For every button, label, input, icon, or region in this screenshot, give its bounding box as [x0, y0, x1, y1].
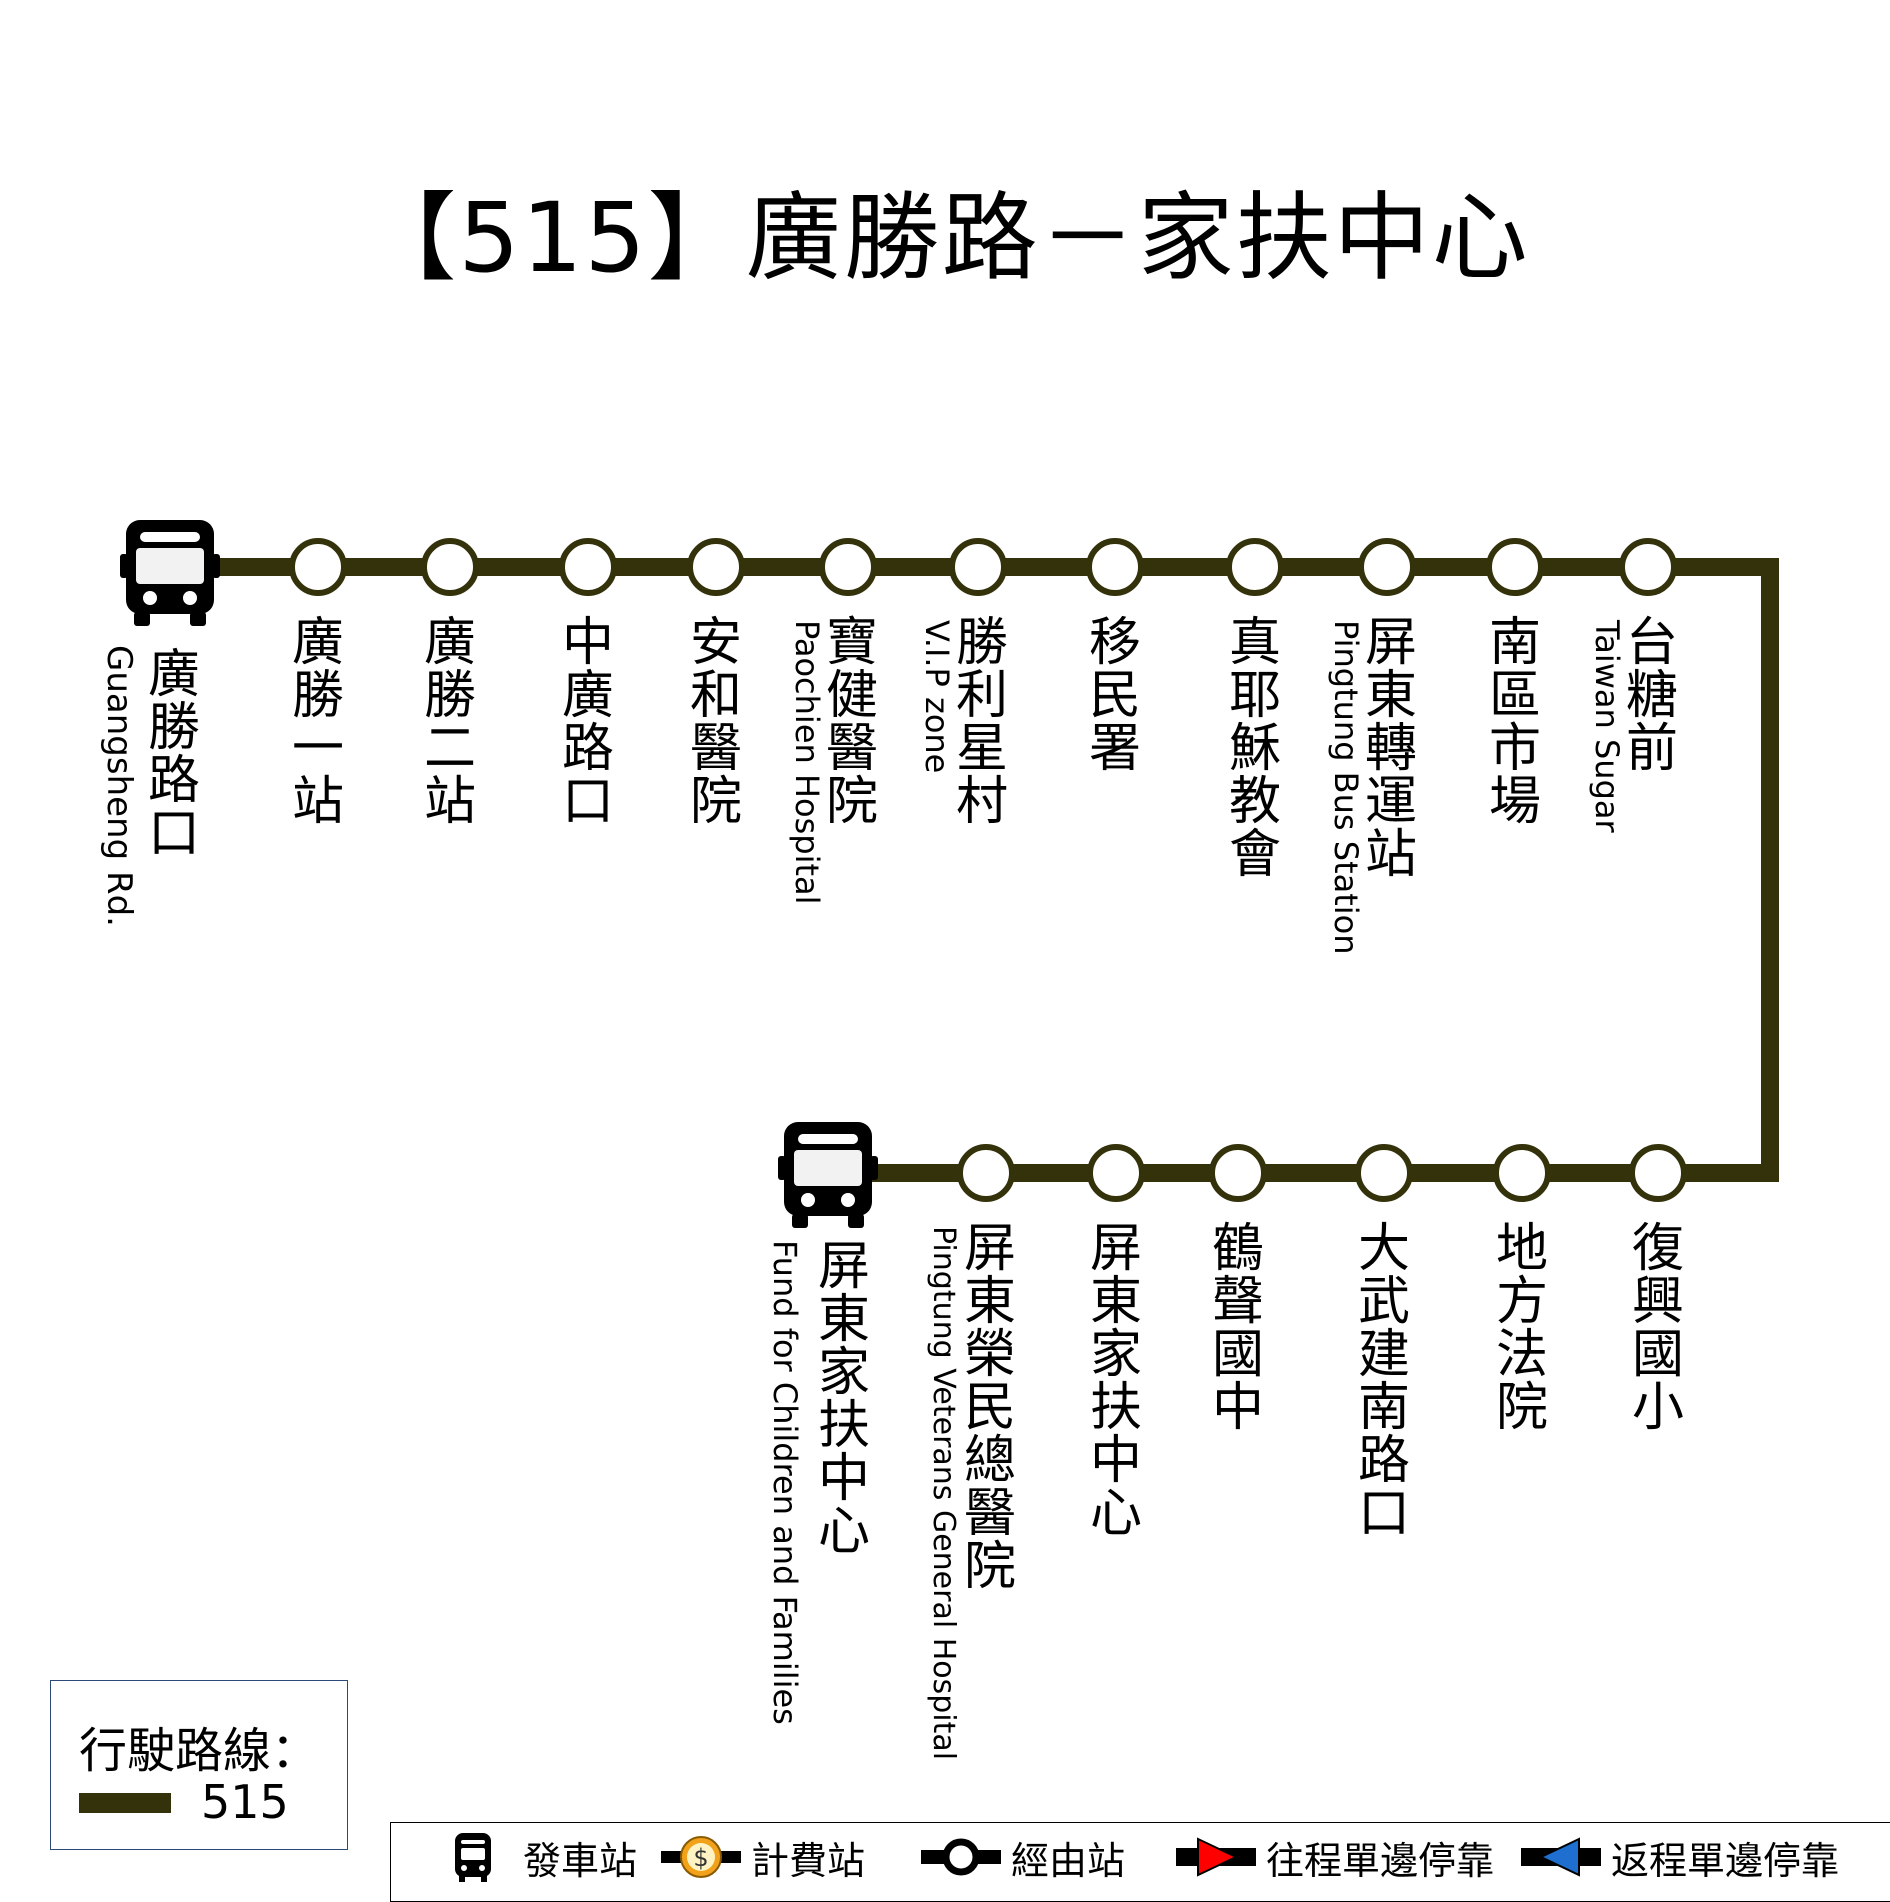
stop-bottom-4 [1355, 1144, 1413, 1202]
route-swatch [79, 1793, 171, 1813]
stop-label-en-top-11: Taiwan Sugar [1588, 619, 1626, 834]
stop-label-zh-bottom-4: 大武建南路口 [1358, 1219, 1410, 1544]
symbol-key: 發車站 $ 計費站 經由站 往程單邊停靠 返程單邊停靠 [390, 1822, 1890, 1902]
stop-label-zh-top-6: 勝利星村 [956, 613, 1008, 832]
route-legend: 行駛路線： 515 [50, 1680, 348, 1850]
outbound-arrow-icon [1176, 1837, 1256, 1877]
bus-icon [455, 1833, 491, 1882]
key-outbound: 往程單邊停靠 [1176, 1831, 1494, 1883]
stop-label-en-bottom-1: Pingtung Veterans General Hospital [926, 1226, 961, 1760]
stop-top-8 [1226, 538, 1284, 596]
fare-coin-icon: $ [661, 1836, 741, 1878]
stop-label-zh-top-8: 真耶穌教會 [1229, 613, 1281, 885]
stop-label-zh-top-1: 廣勝一站 [292, 613, 344, 832]
terminal-start-label-zh: 廣勝路口 [148, 645, 200, 864]
stop-bottom-1 [957, 1144, 1015, 1202]
route-title: 【515】廣勝路－家扶中心 [360, 182, 1530, 294]
stop-top-3 [559, 538, 617, 596]
stop-top-5 [819, 538, 877, 596]
key-terminal: 發車站 [433, 1831, 637, 1883]
stop-label-en-top-5: Paochien Hospital [788, 620, 826, 905]
stop-label-zh-top-7: 移民署 [1089, 613, 1141, 779]
stop-label-zh-bottom-1: 屏東榮民總醫院 [964, 1219, 1016, 1597]
stop-label-en-top-6: V.I.P zone [918, 620, 956, 773]
stop-bottom-3 [1209, 1144, 1267, 1202]
stop-top-9 [1358, 538, 1416, 596]
stop-bottom-5 [1493, 1144, 1551, 1202]
legend-title: 行駛路線： [79, 1723, 320, 1779]
stop-circle-icon [921, 1838, 1001, 1876]
stop-label-zh-bottom-6: 復興國小 [1632, 1219, 1684, 1438]
key-label-stop: 經由站 [1011, 1838, 1126, 1883]
key-stop: 經由站 [921, 1831, 1125, 1883]
key-label-terminal: 發車站 [523, 1838, 638, 1883]
stop-label-zh-top-3: 中廣路口 [562, 613, 614, 832]
stop-label-en-top-9: Pingtung Bus Station [1327, 620, 1365, 955]
legend-route-number: 515 [201, 1775, 289, 1829]
key-label-fare: 計費站 [751, 1838, 866, 1883]
stop-label-zh-bottom-5: 地方法院 [1496, 1219, 1548, 1438]
stop-label-zh-bottom-2: 屏東家扶中心 [1090, 1219, 1142, 1544]
return-arrow-icon [1521, 1837, 1601, 1877]
terminal-end-label-zh: 屏東家扶中心 [818, 1237, 870, 1562]
svg-text:$: $ [693, 1844, 708, 1872]
terminal-end-label-en: Fund for Children and Families [766, 1240, 804, 1725]
key-fare: $ 計費站 [661, 1831, 865, 1883]
key-label-return: 返程單邊停靠 [1611, 1838, 1840, 1883]
stop-label-zh-top-5: 寶健醫院 [826, 613, 878, 832]
stop-label-zh-top-4: 安和醫院 [690, 613, 742, 832]
stop-top-4 [687, 538, 745, 596]
bus-icon [120, 520, 220, 626]
stop-top-2 [421, 538, 479, 596]
stop-top-11 [1619, 538, 1677, 596]
stop-bottom-6 [1629, 1144, 1687, 1202]
stop-label-zh-bottom-3: 鶴聲國中 [1212, 1219, 1264, 1438]
key-return: 返程單邊停靠 [1521, 1831, 1839, 1883]
stop-top-1 [289, 538, 347, 596]
stop-label-zh-top-9: 屏東轉運站 [1365, 613, 1417, 885]
stop-bottom-2 [1087, 1144, 1145, 1202]
stop-top-7 [1086, 538, 1144, 596]
bus-icon [778, 1122, 878, 1228]
stop-label-zh-top-11: 台糖前 [1626, 613, 1678, 779]
terminal-start-label-en: Guangsheng Rd. [99, 645, 139, 927]
stop-top-6 [949, 538, 1007, 596]
stop-label-zh-top-2: 廣勝二站 [424, 613, 476, 832]
key-label-outbound: 往程單邊停靠 [1266, 1838, 1495, 1883]
stop-top-10 [1486, 538, 1544, 596]
stop-label-zh-top-10: 南區市場 [1489, 613, 1541, 832]
